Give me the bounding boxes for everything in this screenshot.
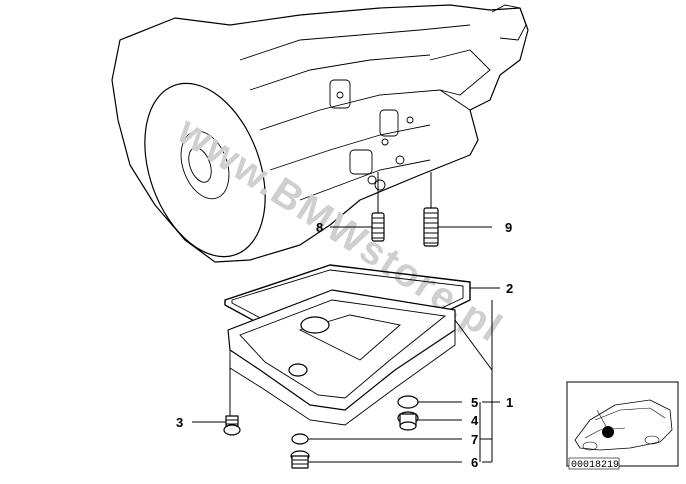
location-marker-icon [602, 426, 614, 438]
plug-4 [397, 411, 419, 431]
vehicle-inset [566, 381, 679, 467]
callout-8: 8 [316, 220, 323, 235]
leader-lines [192, 226, 500, 463]
drain-plug-6 [290, 450, 310, 469]
callout-7: 7 [471, 432, 478, 447]
callout-4: 4 [471, 413, 479, 428]
callout-9: 9 [505, 220, 512, 235]
spring-9 [423, 172, 439, 247]
callout-3: 3 [176, 415, 183, 430]
spring-8 [371, 172, 385, 242]
drain-plug-3 [223, 415, 241, 436]
diagram-reference-number: 00018219 [571, 460, 619, 471]
transmission-housing [111, 4, 529, 263]
callout-5: 5 [471, 395, 478, 410]
seal-ring-7 [291, 433, 309, 445]
callout-2: 2 [506, 281, 513, 296]
callout-1: 1 [506, 395, 513, 410]
gasket [224, 264, 471, 366]
oil-pan [227, 289, 456, 426]
callout-6: 6 [471, 455, 478, 470]
seal-ring-5 [397, 395, 419, 409]
